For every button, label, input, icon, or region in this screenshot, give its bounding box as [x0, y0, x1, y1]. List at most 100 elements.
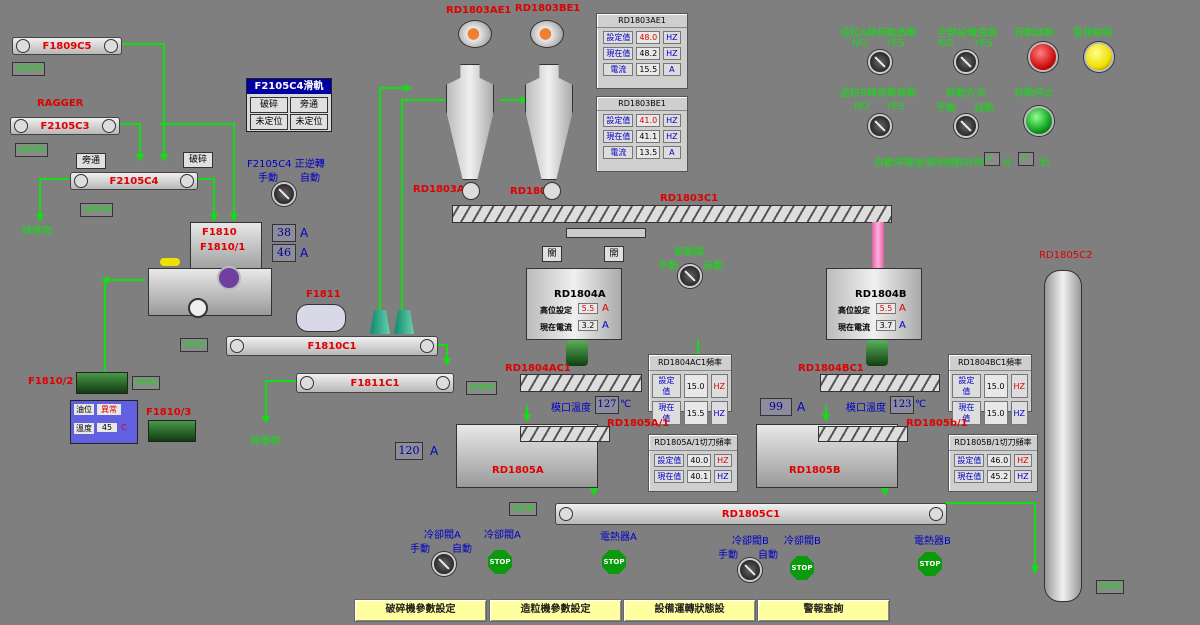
conveyor-f1809c5[interactable]: F1809C5	[12, 37, 122, 55]
f1810-1-label: F1810/1	[200, 242, 246, 253]
rd1803be1-cur-label: 現在值	[603, 130, 634, 143]
slide-unpos-button-1[interactable]: 未定位	[250, 114, 288, 130]
slide-rail-panel: F2105C4滑軌 破碎 旁通 未定位 未定位	[246, 78, 332, 132]
f1810-current-2: 46	[272, 244, 296, 262]
a-line-auto-label: 造粒A線自動啟動	[840, 28, 917, 39]
feeder-motor-b-icon	[866, 340, 888, 366]
rd1805b1-set-unit: HZ	[1014, 454, 1032, 467]
screw-conveyor-rd1803c1[interactable]	[452, 205, 892, 223]
rd1804bc1-cur-value: 15.0	[983, 401, 1008, 425]
start-mode-knob[interactable]	[954, 114, 978, 138]
cool-b-knob[interactable]	[738, 558, 762, 582]
rd1805a1-label: RD1805A/1	[607, 418, 670, 429]
crusher-rotor-icon	[217, 266, 241, 290]
slide-crush-button[interactable]: 破碎	[250, 97, 288, 113]
slide-unpos-button-2[interactable]: 未定位	[290, 114, 328, 130]
rd1804a-set-unit: A	[602, 303, 609, 314]
ragger-label: RAGGER	[37, 98, 84, 109]
rd1805b1-cur-label: 現在值	[954, 470, 985, 483]
motor-f1810-3-icon	[148, 420, 196, 442]
rd1803be1-amp-label: 電流	[603, 146, 634, 159]
rd1804ac1-cur-unit: HZ	[710, 401, 728, 425]
f2105c4-direction-knob[interactable]	[272, 182, 296, 206]
pneumatic-valve-knob[interactable]	[678, 264, 702, 288]
conveyor-f1811c1[interactable]: F1811C1	[296, 373, 454, 393]
alarm-reset-lamp[interactable]	[1084, 42, 1114, 72]
valve-manual-label: 手動	[658, 261, 678, 272]
b-line-auto-knob[interactable]	[868, 114, 892, 138]
valve-close-button[interactable]: 關	[542, 246, 562, 262]
cool-a-manual-label: 手動	[410, 544, 430, 555]
all-remote-yes-label: YES	[974, 38, 993, 49]
nav-crusher-params-button[interactable]: 破碎機參數設定	[354, 599, 487, 622]
nav-pelletizer-params-button[interactable]: 造粒機參數設定	[489, 599, 622, 622]
b-line-auto-label: 造粒B線自動啟動	[840, 88, 917, 99]
hopper-rd1804b	[826, 268, 922, 340]
panel-rd1804bc1-title: RD1804BC1頻率	[949, 355, 1031, 371]
f1810-current-1-unit: A	[300, 226, 309, 240]
panel-rd1805a1-title: RD1805A/1切刀頻率	[649, 435, 737, 451]
rd1803ae1-set-label: 設定值	[603, 31, 634, 44]
heater-b-stop-icon[interactable]: STOP	[918, 552, 942, 576]
elevator-rd1805c2	[1044, 270, 1082, 602]
f1811-separator	[296, 304, 346, 332]
rd1804ac1-set-unit: HZ	[710, 374, 728, 398]
clear-timer-sec-unit: 秒	[1040, 158, 1050, 169]
all-remote-knob[interactable]	[954, 50, 978, 74]
die-temp-a-label: 模口溫度	[551, 403, 591, 414]
a-line-auto-knob[interactable]	[868, 50, 892, 74]
clear-timer-sec-value[interactable]: 0	[1018, 152, 1034, 166]
f1810-label: F1810	[202, 227, 237, 238]
crusher-indicator-icon	[160, 258, 180, 266]
conveyor-f1810c1[interactable]: F1810C1	[226, 336, 438, 356]
conveyor-rd1805c1[interactable]: RD1805C1	[555, 503, 947, 525]
rd1803c1-label: RD1803C1	[660, 193, 719, 204]
rd1805b-label: RD1805B	[789, 465, 841, 476]
b-line-no-label: NO	[854, 101, 870, 112]
cool-a-knob[interactable]	[432, 552, 456, 576]
conveyor-f2105c3[interactable]: F2105C3	[10, 117, 120, 135]
heater-a-stop-icon[interactable]: STOP	[602, 550, 626, 574]
f1809c5-label: F1809C5	[42, 40, 92, 52]
screw-conveyor-rd1804ac1[interactable]	[520, 374, 642, 392]
rd1803be1-set-unit: HZ	[663, 114, 681, 127]
rd1805b1-set-label: 設定值	[954, 454, 985, 467]
rd1804b-set-value: 5.5	[876, 303, 896, 314]
rotary-valve-b-icon	[543, 182, 561, 200]
bypass-indicator: 旁通	[76, 153, 106, 169]
pneumatic-valve-label: 氣動閥	[674, 247, 704, 258]
cool-a-stop-icon[interactable]: STOP	[488, 550, 512, 574]
rd1804bc1-label: RD1804BC1	[798, 363, 864, 374]
valve-open-button[interactable]: 開	[604, 246, 624, 262]
cool-b-stop-icon[interactable]: STOP	[790, 556, 814, 580]
rd1804a-title: RD1804A	[554, 289, 606, 300]
oil-panel: 油位 異常 溫度 45 C	[70, 400, 138, 444]
heater-b-label: 電熱器B	[914, 536, 951, 547]
oil-level-label: 油位	[74, 404, 94, 415]
f1810-current-2-unit: A	[300, 246, 309, 260]
rd1803be1-set-value: 41.0	[636, 114, 661, 127]
f1810-2-label: F1810/2	[28, 376, 74, 387]
rd1803a-label: RD1803A	[413, 184, 465, 195]
f1811-label: F1811	[306, 289, 341, 300]
rd1803be1-cur-unit: HZ	[663, 130, 681, 143]
nav-equipment-status-button[interactable]: 設備運轉狀態設	[623, 599, 756, 622]
f2105c4-rpm: 40RPM	[80, 203, 114, 217]
rd1803be1-amp-unit: A	[663, 146, 681, 159]
f2105c4-label: F2105C4	[109, 175, 159, 187]
slide-bypass-button[interactable]: 旁通	[290, 97, 328, 113]
start-mode-label: 啟動方式	[946, 88, 986, 99]
panel-rd1804ac1-title: RD1804AC1頻率	[649, 355, 731, 371]
clear-timer-label: 自動停機後清除倒數計時	[874, 158, 984, 169]
conveyor-f2105c4[interactable]: F2105C4	[70, 172, 198, 190]
f1810c1-label: F1810C1	[307, 340, 357, 352]
auto-stop-lamp[interactable]	[1024, 106, 1054, 136]
rd1804bc1-set-value: 15.0	[983, 374, 1008, 398]
start-mode-manual-label: 手動	[936, 103, 956, 114]
nav-alarm-query-button[interactable]: 警報查詢	[757, 599, 890, 622]
auto-start-lamp[interactable]	[1028, 42, 1058, 72]
f1811c1-rpm: 0 RPM	[466, 381, 497, 395]
screw-conveyor-rd1804bc1[interactable]	[820, 374, 940, 392]
clear-timer-min-value[interactable]: 0	[984, 152, 1000, 166]
